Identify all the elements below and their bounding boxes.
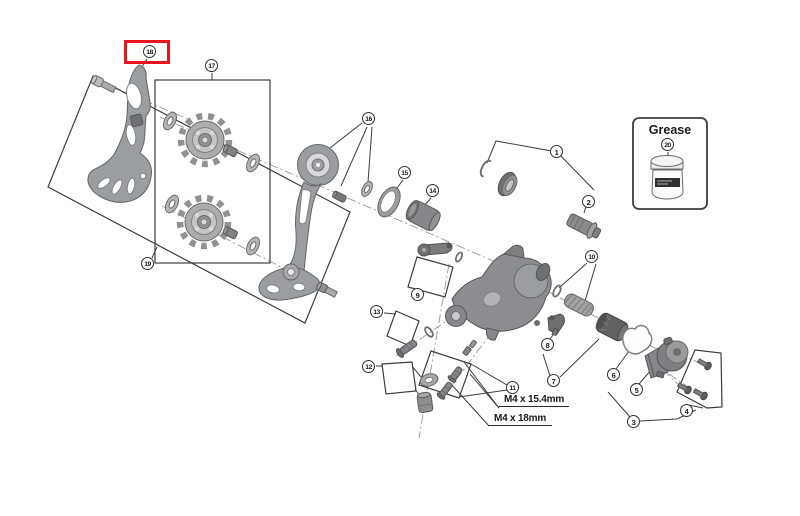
part-stopper-9: [417, 242, 464, 263]
part-screws-4: [676, 358, 712, 401]
part-pulley-set-17: [162, 111, 261, 256]
dimension-label-m4-18: M4 x 18mm: [488, 413, 552, 426]
callout-19: 19: [141, 257, 154, 270]
dimension-label-m4-15-4: M4 x 15.4mm: [499, 394, 569, 407]
pulley-washers: [162, 111, 261, 256]
grease-box-title: Grease: [648, 123, 692, 137]
part-plug-12: [416, 373, 439, 413]
pulley-upper: [177, 112, 233, 168]
callout-1: 1: [550, 145, 563, 158]
callout-11: 11: [506, 381, 519, 394]
stopper-pin: [332, 190, 347, 203]
pulley-lower: [176, 194, 232, 250]
group-box-11: [418, 350, 472, 399]
callout-4: 4: [680, 404, 693, 417]
part-spring-10: [563, 293, 594, 317]
callout-10: 10: [585, 250, 598, 263]
callout-2: 2: [582, 195, 595, 208]
part-mount-bolt-2: [566, 213, 602, 239]
callout-5: 5: [630, 383, 643, 396]
part-screws-11: [436, 339, 477, 400]
part-seal-ring-15: [377, 186, 401, 218]
callout-14: 14: [426, 184, 439, 197]
callout-17: 17: [205, 59, 218, 72]
callout-15: 15: [398, 166, 411, 179]
part-roller-7: [595, 312, 629, 342]
part-outer-plate-16: [258, 144, 373, 301]
callout-12: 12: [362, 360, 375, 373]
callout-6: 6: [607, 368, 620, 381]
part-latch-8: [547, 313, 565, 337]
part-inner-plate-18: [87, 64, 152, 203]
part-gasket-6: [622, 324, 653, 355]
cage-bolt: [316, 281, 338, 298]
part-motor-unit-5: [644, 336, 689, 379]
group-box-12: [381, 361, 417, 395]
plate-washer: [361, 181, 373, 197]
part-bolt-13: [395, 326, 434, 358]
part-oring-10: [552, 284, 562, 298]
callout-20: 20: [661, 138, 674, 151]
group-box-19: [47, 75, 351, 324]
callout-13: 13: [370, 305, 383, 318]
group-box-9: [407, 256, 454, 298]
grease-jar-icon: [650, 155, 684, 200]
plate-bolt: [90, 74, 117, 94]
callout-9: 9: [411, 288, 424, 301]
group-boxes: [47, 75, 723, 409]
part-cap-14: [405, 200, 441, 231]
part-main-body: [445, 244, 552, 341]
callout-8: 8: [541, 338, 554, 351]
callout-3: 3: [627, 415, 640, 428]
callout-7: 7: [547, 374, 560, 387]
callout-16: 16: [362, 112, 375, 125]
highlight-box: [124, 40, 170, 64]
pulley-bushing-upper: [222, 144, 238, 158]
callout-18: 18: [143, 45, 156, 58]
part-bearing-unit-1: [479, 159, 518, 197]
pulley-bushing-lower: [222, 226, 238, 240]
